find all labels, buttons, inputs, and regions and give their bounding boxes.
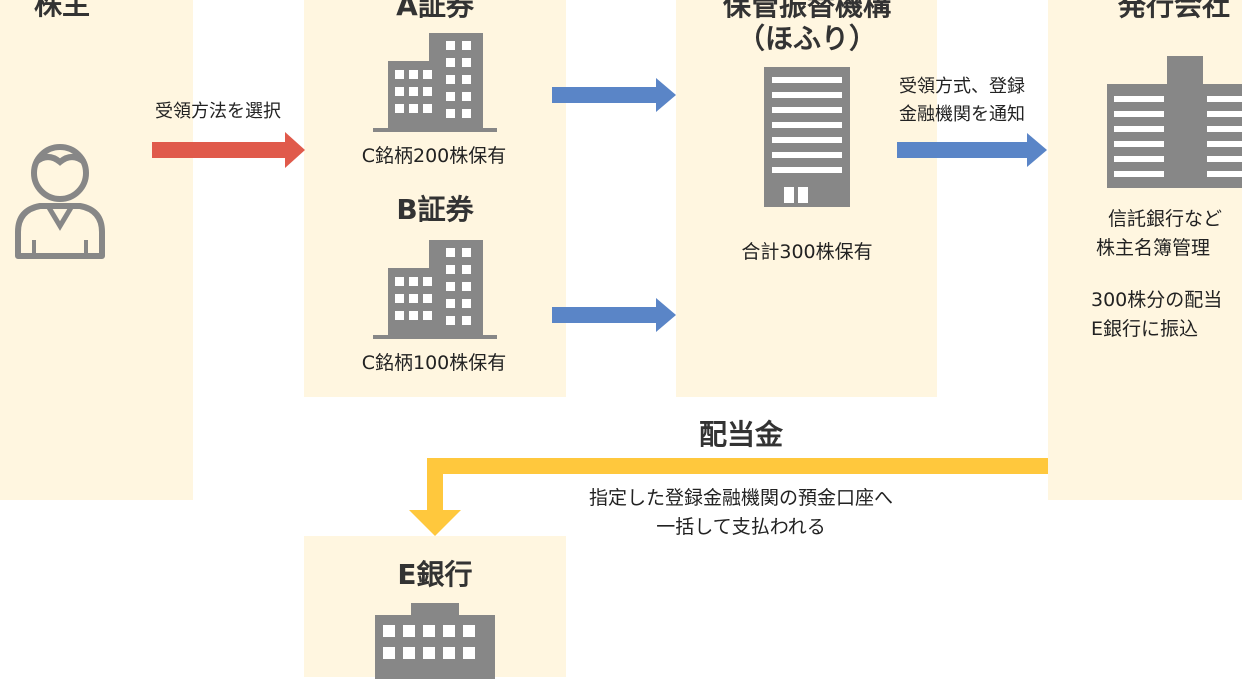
dividend-label: 配当金 xyxy=(698,418,784,451)
dividend-desc1: 指定した登録金融機関の預金口座へ xyxy=(588,487,894,509)
broker-b-title: B証券 xyxy=(396,193,474,226)
hofuri-subtitle: （ほふり） xyxy=(736,22,878,55)
red-arrow xyxy=(152,132,305,168)
factory-building-icon xyxy=(1107,56,1242,188)
tower-building-icon xyxy=(764,67,850,207)
bank-building-icon xyxy=(375,603,495,679)
issuer-line1: 信託銀行など xyxy=(1108,208,1223,230)
broker-b-building-icon xyxy=(373,240,497,339)
bank-e-title: E銀行 xyxy=(397,558,473,591)
issuer-title: 発行会社 xyxy=(1118,0,1231,22)
shareholder-action: 受領方法を選択 xyxy=(155,101,281,122)
broker-a-holding: C銘柄200株保有 xyxy=(361,145,507,167)
notify-line1: 受領方式、登録 xyxy=(899,76,1025,97)
broker-b-holding: C銘柄100株保有 xyxy=(361,352,507,374)
hofuri-holding: 合計300株保有 xyxy=(741,241,873,263)
yellow-arrow-dividend xyxy=(409,458,1048,536)
dividend-desc2: 一括して支払われる xyxy=(656,516,826,538)
broker-a-building-icon xyxy=(373,33,497,132)
shareholder-title: 株主 xyxy=(33,0,91,21)
blue-arrow-a xyxy=(552,78,676,112)
issuer-line2: 株主名簿管理 xyxy=(1096,237,1211,259)
blue-arrow-b xyxy=(552,298,676,332)
notify-label: 受領方式、登録 金融機関を通知 xyxy=(899,73,1025,129)
issuer-line4: E銀行に振込 xyxy=(1091,318,1199,340)
person-icon xyxy=(15,144,105,259)
issuer-line3: 300株分の配当 xyxy=(1091,289,1223,311)
blue-arrow-notify xyxy=(897,133,1047,167)
notify-line2: 金融機関を通知 xyxy=(899,104,1025,125)
broker-a-title: A証券 xyxy=(396,0,474,22)
hofuri-title: 保管振替機構 xyxy=(722,0,892,22)
issuer-panel xyxy=(1048,0,1242,500)
